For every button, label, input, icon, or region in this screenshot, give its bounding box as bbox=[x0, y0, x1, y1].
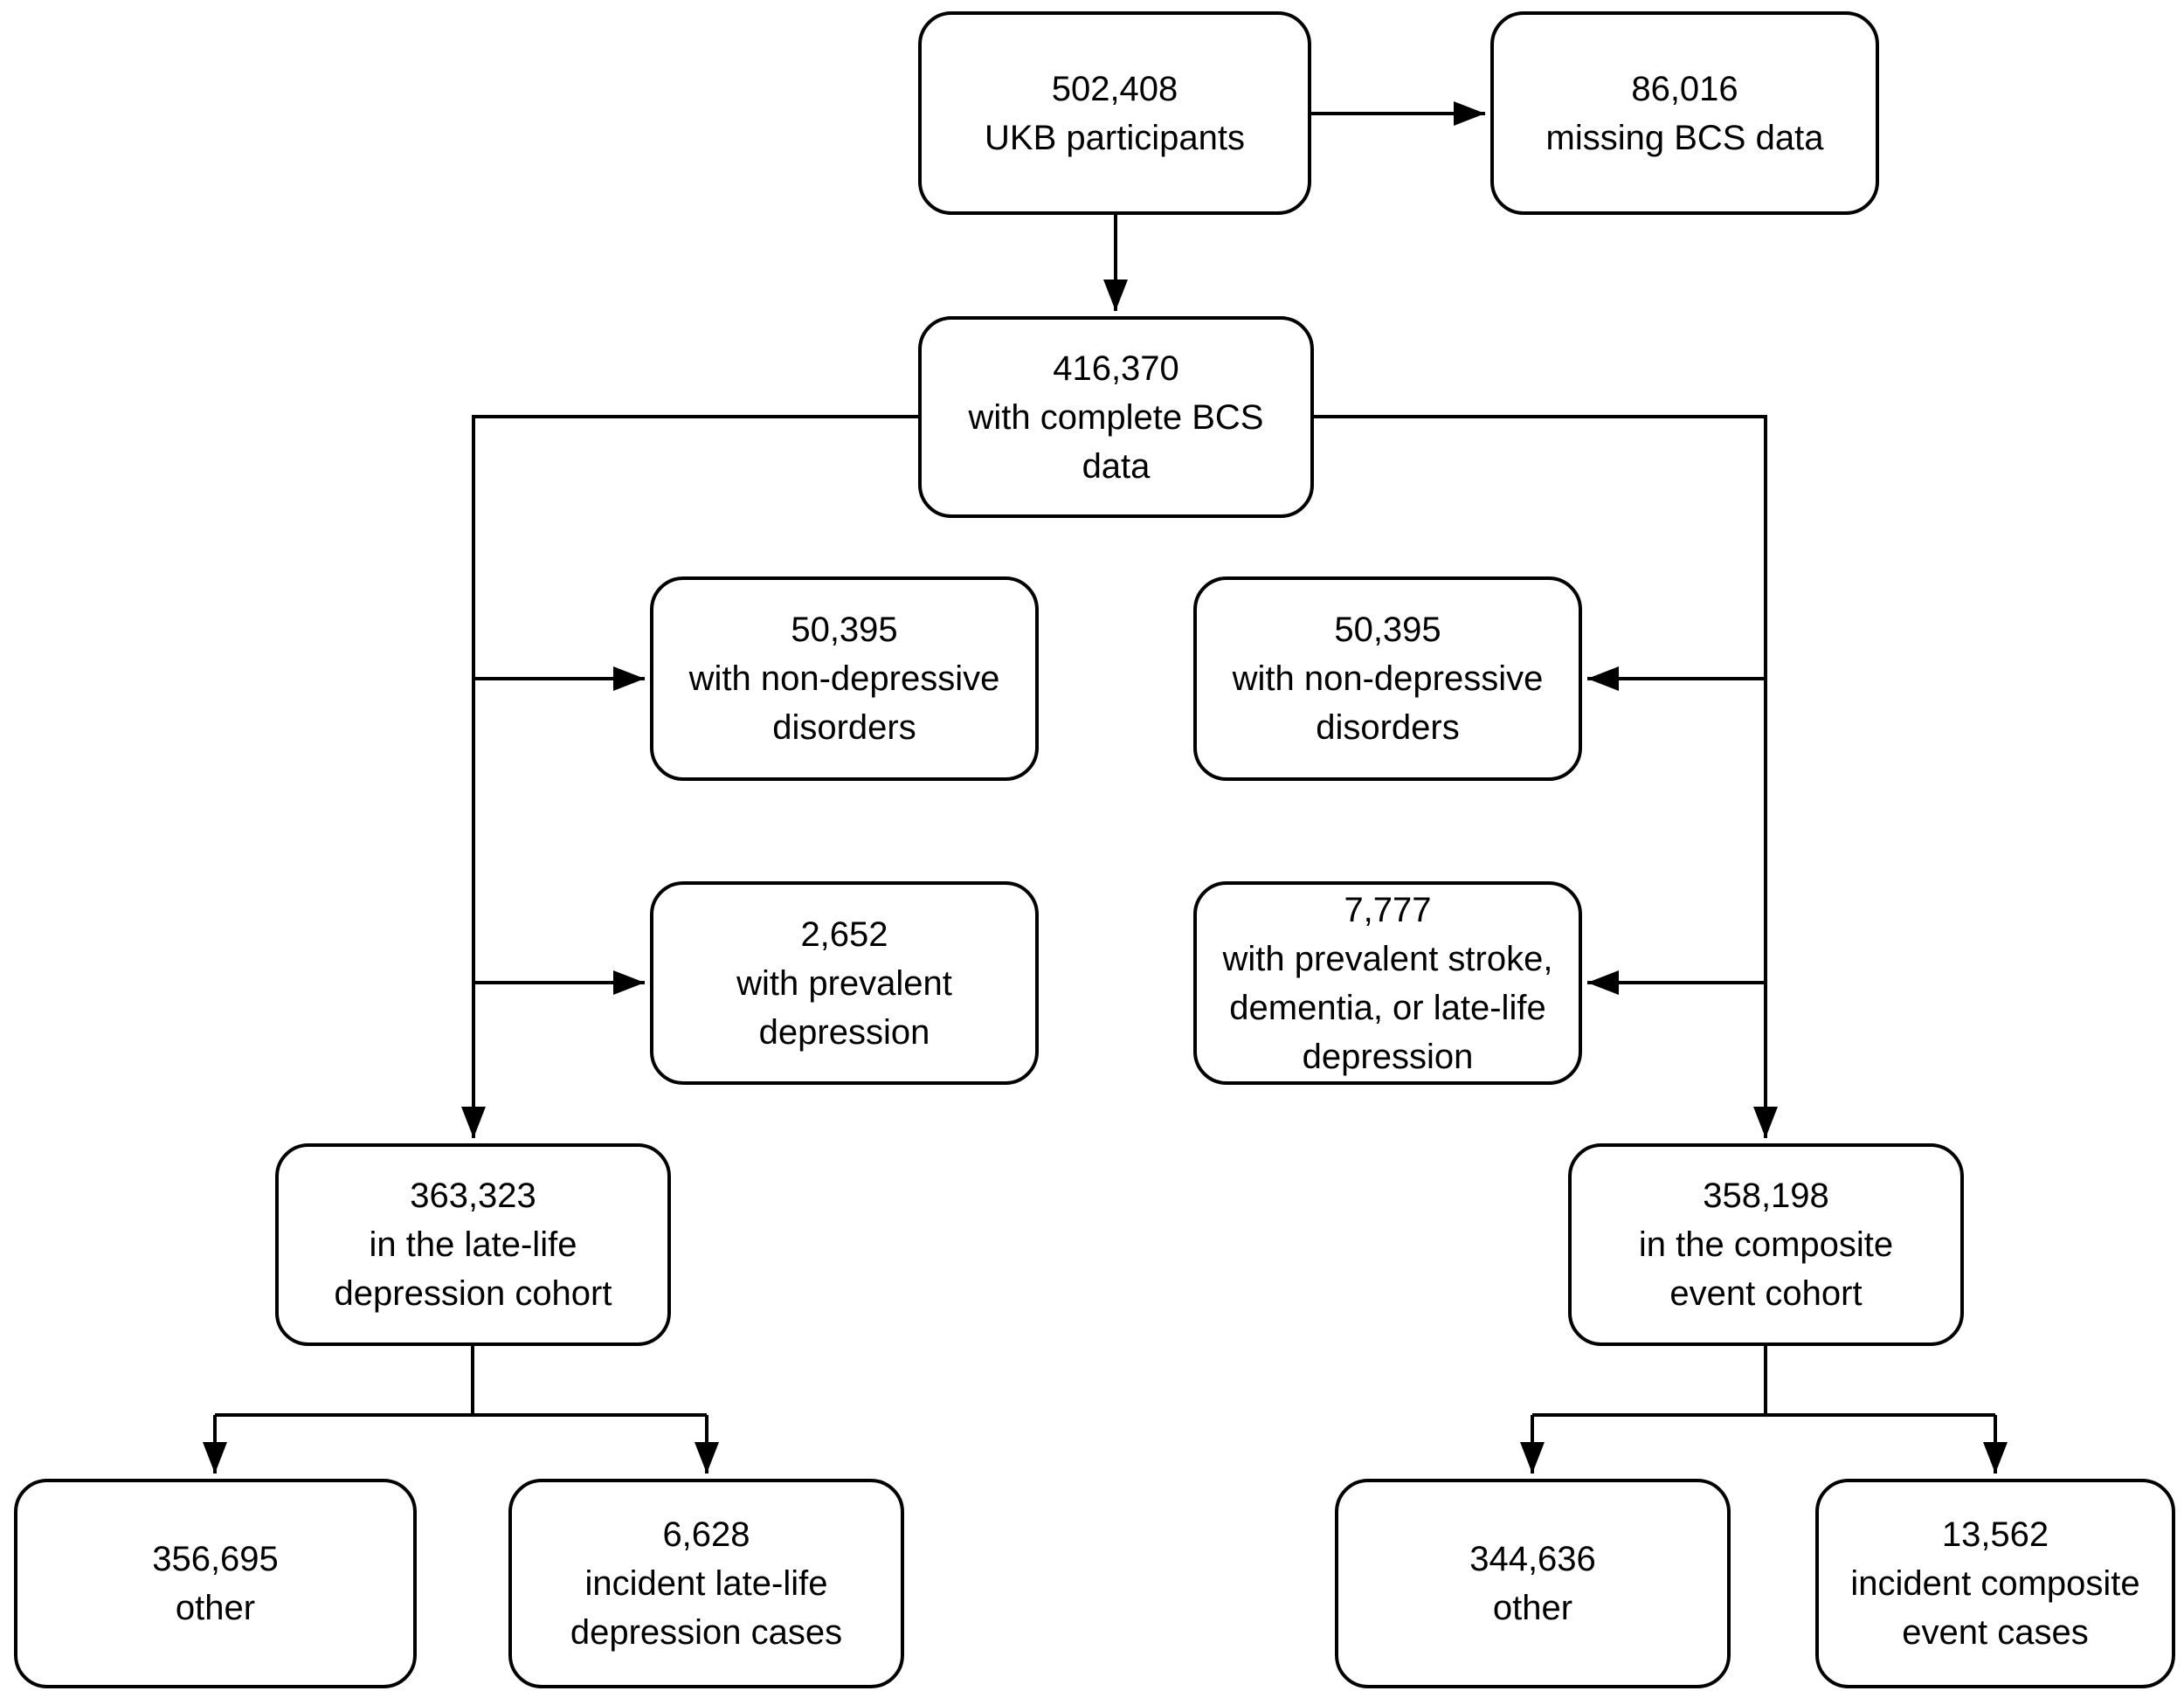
node-value: 50,395 bbox=[791, 611, 898, 649]
node-label: with non-depressive disorders bbox=[688, 659, 1000, 747]
node-incident-composite-cases: 13,562 incident composite event cases bbox=[1815, 1479, 2175, 1688]
node-label: with prevalent depression bbox=[736, 963, 952, 1052]
line-lld-split bbox=[215, 1346, 707, 1417]
arrow-right-trunk bbox=[1314, 415, 1778, 1138]
node-label: with prevalent stroke, dementia, or late… bbox=[1222, 939, 1553, 1076]
node-value: 358,198 bbox=[1703, 1177, 1829, 1215]
node-label: UKB participants bbox=[985, 118, 1245, 157]
node-value: 50,395 bbox=[1334, 611, 1441, 649]
node-value: 2,652 bbox=[800, 915, 888, 954]
node-value: 7,777 bbox=[1344, 890, 1432, 929]
node-label: with complete BCS data bbox=[968, 397, 1264, 486]
node-label: in the composite event cohort bbox=[1638, 1225, 1894, 1313]
node-value: 344,636 bbox=[1469, 1540, 1596, 1578]
node-nondepressive-disorders-left: 50,395 with non-depressive disorders bbox=[650, 576, 1039, 781]
node-label: other bbox=[1492, 1589, 1573, 1627]
node-value: 356,695 bbox=[152, 1540, 279, 1578]
arrow-left-trunk bbox=[461, 415, 918, 1138]
node-label: incident composite event cases bbox=[1850, 1564, 2140, 1652]
node-label: missing BCS data bbox=[1545, 118, 1824, 157]
node-ukb-participants: 502,408 UKB participants bbox=[918, 11, 1311, 215]
node-other-lld: 356,695 other bbox=[14, 1479, 417, 1688]
node-other-composite: 344,636 other bbox=[1335, 1479, 1731, 1688]
node-label: in the late-life depression cohort bbox=[334, 1225, 612, 1313]
node-prevalent-stroke-dementia-lld: 7,777 with prevalent stroke, dementia, o… bbox=[1193, 881, 1582, 1085]
node-value: 86,016 bbox=[1631, 69, 1738, 108]
node-late-life-depression-cohort: 363,323 in the late-life depression coho… bbox=[275, 1143, 671, 1346]
node-label: with non-depressive disorders bbox=[1232, 659, 1544, 747]
line-comp-split bbox=[1532, 1346, 1995, 1417]
node-value: 416,370 bbox=[1053, 349, 1179, 388]
node-value: 13,562 bbox=[1941, 1515, 2049, 1554]
node-label: incident late-life depression cases bbox=[570, 1564, 843, 1652]
node-value: 6,628 bbox=[662, 1515, 750, 1554]
node-value: 502,408 bbox=[1051, 69, 1178, 108]
node-label: other bbox=[175, 1589, 256, 1627]
node-missing-bcs-data: 86,016 missing BCS data bbox=[1490, 11, 1879, 215]
node-composite-event-cohort: 358,198 in the composite event cohort bbox=[1568, 1143, 1964, 1346]
node-incident-lld-cases: 6,628 incident late-life depression case… bbox=[508, 1479, 904, 1688]
node-value: 363,323 bbox=[410, 1177, 536, 1215]
node-nondepressive-disorders-right: 50,395 with non-depressive disorders bbox=[1193, 576, 1582, 781]
node-prevalent-depression: 2,652 with prevalent depression bbox=[650, 881, 1039, 1085]
node-complete-bcs-data: 416,370 with complete BCS data bbox=[918, 316, 1314, 518]
